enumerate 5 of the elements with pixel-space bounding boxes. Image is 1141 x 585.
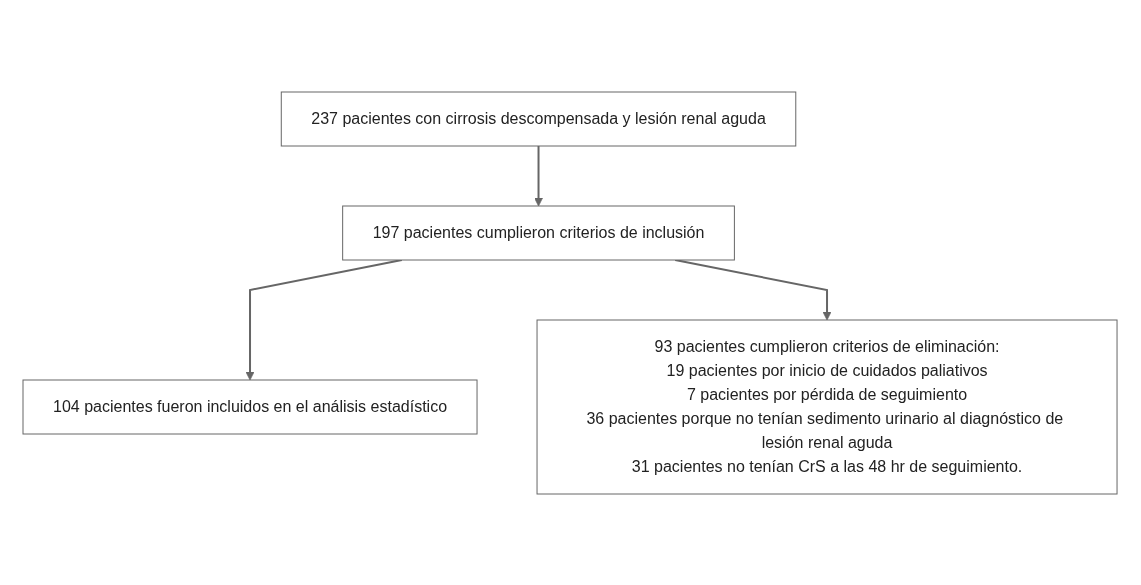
node-box: 237 pacientes con cirrosis descompensada y lesión renal aguda xyxy=(281,91,797,146)
node-box: 197 pacientes cumplieron criterios de inclusión xyxy=(342,205,736,260)
node-box: 93 pacientes cumplieron criterios de eliminación: 19 pacientes por inicio de cuidados paliativos 7 pacientes por pérdida de seguimiento 36 pacientes porque no tenían sedimento urinario al diagnóstico de lesión renal aguda 31 pacientes no tenían CrS a las 48 hr de seguimiento. xyxy=(537,319,1118,494)
arrow xyxy=(534,144,544,206)
node-box: 104 pacientes fueron incluidos en el análisis estadístico xyxy=(23,379,478,434)
